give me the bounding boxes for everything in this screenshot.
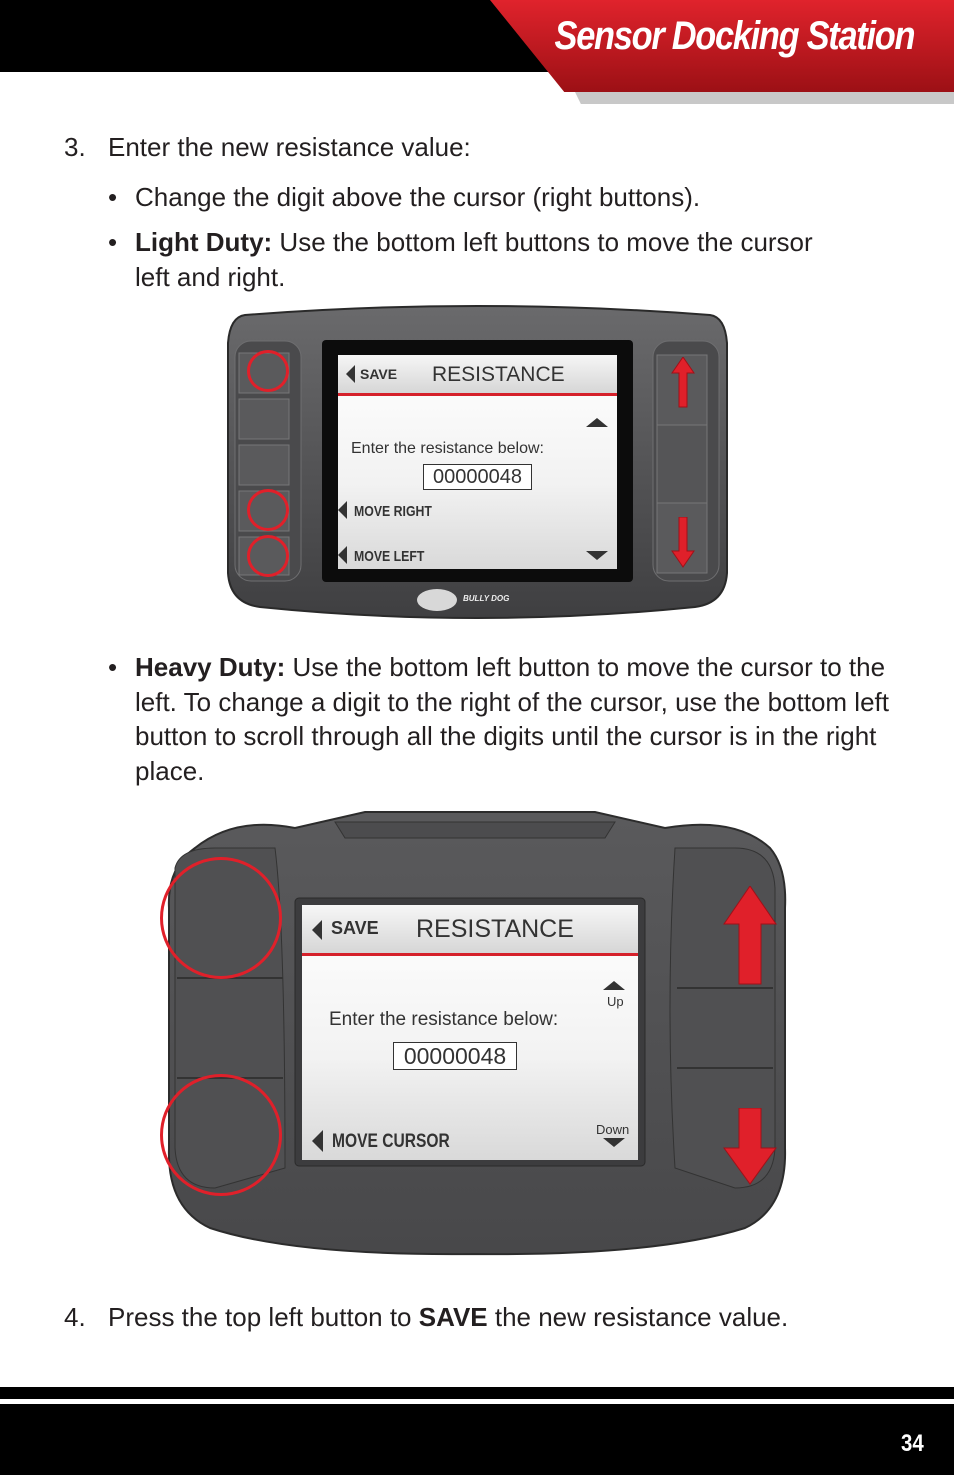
- resistance-value: 00000048: [393, 1042, 517, 1070]
- screen-header: SAVE RESISTANCE: [338, 355, 617, 396]
- screen-title: RESISTANCE: [416, 915, 574, 943]
- red-up-arrow-icon: [671, 357, 695, 408]
- save-label: SAVE: [331, 918, 379, 938]
- save-label: SAVE: [360, 366, 398, 382]
- highlight-circle: [247, 489, 289, 531]
- bullet-text: Heavy Duty: Use the bottom left button t…: [135, 650, 895, 788]
- step-text-pre: Press the top left button to: [108, 1302, 419, 1332]
- bullet-label: Heavy Duty:: [135, 652, 286, 682]
- highlight-circle: [160, 857, 282, 979]
- highlight-circle: [247, 535, 289, 577]
- page-title: Sensor Docking Station: [554, 14, 915, 58]
- highlight-circle: [247, 350, 289, 392]
- down-label: Down: [596, 1122, 630, 1137]
- bullet-desc: Use the bottom left buttons to move the …: [135, 227, 813, 292]
- up-arrow-icon: [586, 418, 608, 427]
- resistance-value: 00000048: [423, 464, 532, 490]
- step-text-post: the new resistance value.: [487, 1302, 789, 1332]
- light-duty-screen: SAVE RESISTANCE Enter the resistance bel…: [338, 355, 617, 569]
- up-arrow-icon: [603, 981, 625, 990]
- red-up-arrow-icon: [723, 886, 777, 985]
- footer-bar: [0, 1404, 954, 1475]
- move-left-label: MOVE LEFT: [354, 548, 425, 565]
- down-arrow-icon: [586, 551, 608, 560]
- bullet-label: Light Duty:: [135, 227, 273, 257]
- footer-rule: [0, 1387, 954, 1399]
- step-text: Press the top left button to SAVE the ne…: [108, 1302, 788, 1333]
- save-arrow-icon: [312, 920, 322, 940]
- bullet-dot: •: [108, 227, 118, 257]
- move-cursor-label: MOVE CURSOR: [332, 1131, 450, 1152]
- light-duty-monitor: BULLY DOG SAVE RESISTANCE Enter the resi…: [225, 303, 730, 623]
- step-text-bold: SAVE: [418, 1302, 488, 1332]
- bullet-text: Light Duty: Use the bottom left buttons …: [135, 225, 835, 294]
- red-down-arrow-icon: [723, 1108, 777, 1185]
- resistance-prompt: Enter the resistance below:: [329, 1009, 559, 1030]
- move-right-label: MOVE RIGHT: [354, 503, 432, 520]
- step-text: Enter the new resistance value:: [108, 132, 471, 162]
- bullet-dot: •: [108, 652, 118, 682]
- move-left-arrow-icon: [338, 546, 347, 564]
- move-right-arrow-icon: [338, 501, 347, 519]
- down-arrow-icon: [603, 1138, 625, 1147]
- bullet-desc: Use the bottom left button to move the c…: [135, 652, 889, 786]
- heavy-duty-monitor: SAVE RESISTANCE Up Enter the resistance …: [155, 808, 795, 1258]
- red-down-arrow-icon: [671, 517, 695, 568]
- bullet-dot: •: [108, 182, 118, 212]
- up-label: Up: [607, 994, 624, 1009]
- title-tab: Sensor Docking Station: [490, 0, 954, 92]
- highlight-circle: [160, 1074, 282, 1196]
- page-number: 34: [901, 1430, 924, 1457]
- step-number: 3.: [64, 132, 86, 162]
- resistance-prompt: Enter the resistance below:: [351, 440, 544, 457]
- screen-header: SAVE RESISTANCE: [302, 905, 638, 956]
- bullet-text: Change the digit above the cursor (right…: [135, 182, 701, 212]
- save-arrow-icon: [346, 365, 355, 383]
- step-number: 4.: [64, 1302, 86, 1332]
- screen-title: RESISTANCE: [432, 363, 565, 386]
- heavy-duty-screen: SAVE RESISTANCE Up Enter the resistance …: [302, 905, 638, 1160]
- brand-logo: BULLY DOG: [463, 594, 510, 603]
- move-cursor-arrow-icon: [312, 1130, 323, 1152]
